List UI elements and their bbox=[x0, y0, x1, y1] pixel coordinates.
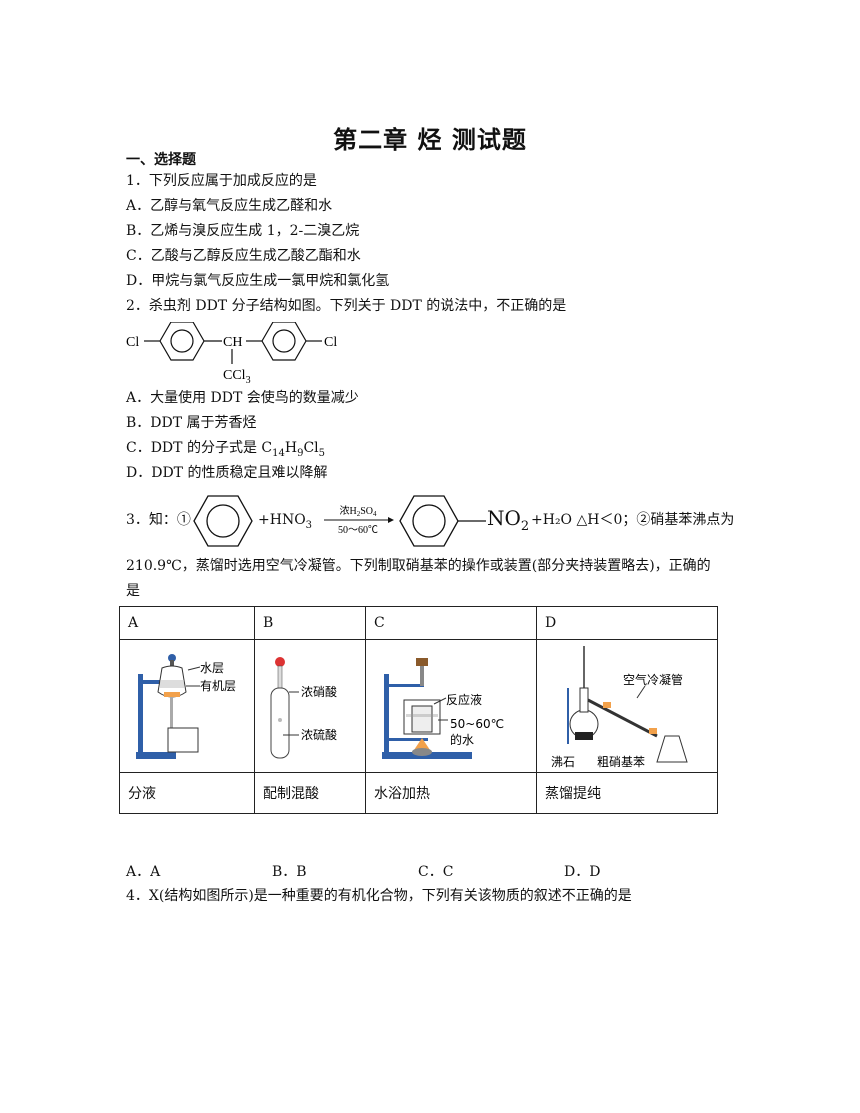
benzene-ring-right bbox=[261, 322, 307, 361]
q3-answer-a: A．A bbox=[126, 864, 161, 880]
page-title: 第二章 烃 测试题 bbox=[333, 125, 527, 154]
label-air-condenser: 空气冷凝管 bbox=[623, 672, 683, 687]
q3-prefix: 3．知：① bbox=[126, 512, 191, 528]
header-d: D bbox=[536, 606, 718, 640]
q3-answer-d: D．D bbox=[564, 864, 601, 880]
q2-option-d: D．DDT 的性质稳定且难以降解 bbox=[126, 465, 328, 481]
apparatus-table: A B C D 水层 有机层 bbox=[119, 606, 718, 814]
q2-stem: 2．杀虫剂 DDT 分子结构如图。下列关于 DDT 的说法中，不正确的是 bbox=[126, 298, 567, 314]
q1-option-c: C．乙酸与乙醇反应生成乙酸乙酯和水 bbox=[126, 248, 361, 264]
label-water-layer: 水层 bbox=[200, 661, 224, 675]
header-b: B bbox=[254, 606, 366, 640]
no2-label: NO2 bbox=[487, 506, 530, 534]
q3-answer-c: C．C bbox=[418, 864, 454, 880]
benzene-ring-reactant bbox=[193, 495, 253, 547]
caption-b: 配制混酸 bbox=[254, 772, 366, 814]
label-reaction-liquid: 反应液 bbox=[446, 692, 482, 707]
label-organic-layer: 有机层 bbox=[200, 679, 236, 693]
label-crude-nitrobenzene: 粗硝基苯 bbox=[597, 755, 645, 768]
apparatus-d: 空气冷凝管 沸石 粗硝基苯 bbox=[536, 639, 718, 773]
q3-answer-b: B．B bbox=[272, 864, 307, 880]
q3-suffix: +H₂O △H＜0；②硝基苯沸点为 bbox=[531, 512, 735, 528]
condition-temp: 50～60℃ bbox=[338, 525, 378, 536]
q1-stem: 1．下列反应属于加成反应的是 bbox=[126, 173, 317, 189]
ch-label: CH bbox=[223, 335, 242, 350]
nitrobenzene-ring bbox=[399, 495, 486, 547]
section-heading: 一、选择题 bbox=[126, 152, 196, 168]
apparatus-b: 浓硝酸 浓硫酸 bbox=[254, 639, 366, 773]
header-c: C bbox=[365, 606, 537, 640]
q3-line3: 是 bbox=[126, 583, 140, 599]
label-temperature: 50~60℃ bbox=[450, 717, 504, 731]
apparatus-c: 反应液 50~60℃ 的水 bbox=[365, 639, 537, 773]
apparatus-a: 水层 有机层 bbox=[119, 639, 255, 773]
ccl3-label: CCl3 bbox=[223, 368, 251, 386]
label-water: 的水 bbox=[450, 732, 474, 747]
q1-option-d: D．甲烷与氯气反应生成一氯甲烷和氯化氢 bbox=[126, 273, 390, 289]
q1-option-a: A．乙醇与氧气反应生成乙醛和水 bbox=[126, 198, 333, 214]
ddt-structure: Cl CH Cl CCl3 bbox=[126, 322, 337, 386]
distillation-figure: 空气冷凝管 沸石 粗硝基苯 bbox=[551, 646, 688, 769]
caption-a: 分液 bbox=[119, 772, 255, 814]
q1-option-b: B．乙烯与溴反应生成 1，2-二溴乙烷 bbox=[126, 223, 360, 239]
cl-right-label: Cl bbox=[324, 335, 337, 350]
caption-c: 水浴加热 bbox=[365, 772, 537, 814]
q2-option-a: A．大量使用 DDT 会使鸟的数量减少 bbox=[126, 390, 359, 406]
benzene-ring-left bbox=[159, 322, 205, 361]
reaction-arrow: 浓H2SO4 50～60℃ bbox=[324, 505, 394, 536]
label-conc-nitric: 浓硝酸 bbox=[301, 684, 337, 699]
hno3-label: +HNO3 bbox=[258, 512, 313, 531]
label-boiling-stone: 沸石 bbox=[551, 755, 575, 768]
cl-left-label: Cl bbox=[126, 335, 139, 350]
q2-option-b: B．DDT 属于芳香烃 bbox=[126, 415, 257, 431]
separatory-funnel-figure: 水层 有机层 bbox=[136, 654, 236, 759]
test-tube-figure: 浓硝酸 浓硫酸 bbox=[270, 657, 337, 759]
header-a: A bbox=[119, 606, 255, 640]
water-bath-figure: 反应液 50~60℃ 的水 bbox=[382, 658, 504, 759]
caption-d: 蒸馏提纯 bbox=[536, 772, 718, 814]
label-conc-sulfuric: 浓硫酸 bbox=[301, 727, 337, 742]
q2-option-c: C．DDT 的分子式是 C14H9Cl5 bbox=[126, 440, 326, 459]
q4-stem: 4．X(结构如图所示)是一种重要的有机化合物，下列有关该物质的叙述不正确的是 bbox=[126, 888, 632, 904]
q3-line2: 210.9℃，蒸馏时选用空气冷凝管。下列制取硝基苯的操作或装置(部分夹持装置略去… bbox=[126, 558, 711, 574]
condition-acid: 浓H2SO4 bbox=[339, 505, 377, 518]
